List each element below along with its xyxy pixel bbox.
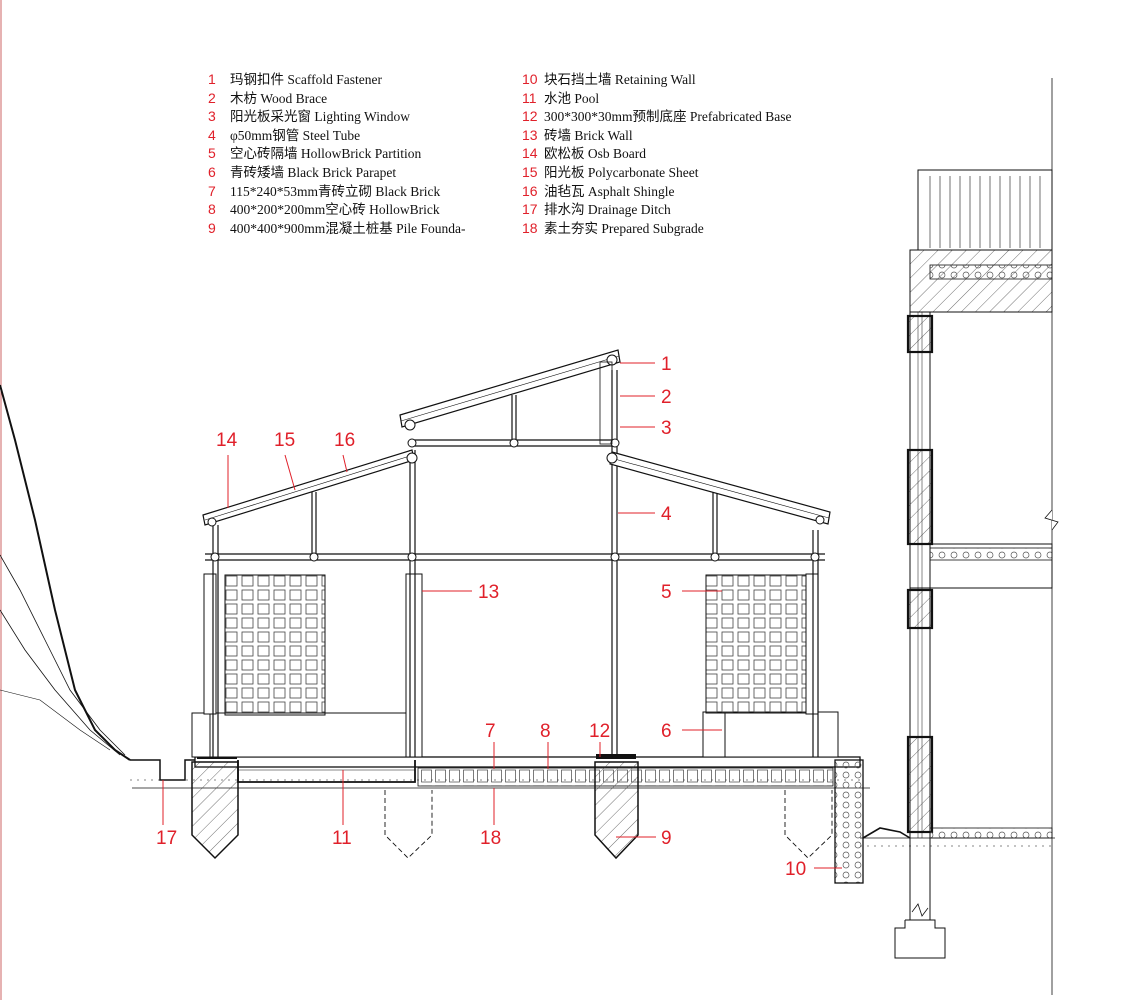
legend-item: 11 水池 Pool <box>522 89 791 108</box>
legend-item: 6 青砖矮墙 Black Brick Parapet <box>208 163 466 182</box>
prefab-base <box>596 754 636 759</box>
legend-item: 5 空心砖隔墙 HollowBrick Partition <box>208 144 466 163</box>
legend-item: 1 玛钢扣件 Scaffold Fastener <box>208 70 466 89</box>
legend-number: 18 <box>522 219 538 236</box>
legend-number: 10 <box>522 71 538 87</box>
callout-labels: 1 2 3 4 5 6 7 8 9 10 11 12 13 14 15 16 1… <box>156 354 806 880</box>
pile-foundation-center <box>594 761 639 860</box>
legend-left-column: 1 玛钢扣件 Scaffold Fastener 2 木枋 Wood Brace 3… <box>208 70 466 237</box>
callout-8: 8 <box>540 721 551 742</box>
legend-item: 8 400*200*200mm空心砖 HollowBrick <box>208 200 466 219</box>
legend-number: 15 <box>522 163 538 180</box>
legend-number: 11 <box>522 89 537 106</box>
legend-number: 6 <box>208 163 216 180</box>
legend-item: 14 欧松板 Osb Board <box>522 144 791 163</box>
lighting-window <box>599 361 613 445</box>
legend-item: 15 阳光板 Polycarbonate Sheet <box>522 163 791 182</box>
legend-text: 青砖矮墙 Black Brick Parapet <box>230 164 397 180</box>
callout-15: 15 <box>274 430 295 451</box>
callout-14: 14 <box>216 430 238 451</box>
legend-number: 5 <box>208 145 216 162</box>
legend-number: 13 <box>522 126 538 143</box>
callout-13: 13 <box>478 582 499 603</box>
legend-number: 12 <box>522 108 538 125</box>
callout-1: 1 <box>661 354 672 375</box>
callout-12: 12 <box>589 721 610 742</box>
callout-16: 16 <box>334 430 355 451</box>
legend-number: 3 <box>208 108 216 125</box>
legend-text: 水池 Pool <box>544 90 600 106</box>
neighbouring-building <box>862 78 1059 995</box>
legend-text: 300*300*30mm预制底座 Prefabricated Base <box>544 109 792 125</box>
callout-10: 10 <box>785 859 806 880</box>
legend-text: 木枋 Wood Brace <box>230 90 328 106</box>
callout-18: 18 <box>480 828 501 849</box>
legend-item: 3 阳光板采光窗 Lighting Window <box>208 107 466 126</box>
brick-parapet-right <box>702 711 839 758</box>
legend-item: 16 油毡瓦 Asphalt Shingle <box>522 182 791 201</box>
legend-number: 16 <box>522 182 538 199</box>
legend-item: 13 砖墙 Brick Wall <box>522 126 791 145</box>
legend-number: 9 <box>208 219 216 236</box>
callout-17: 17 <box>156 828 177 849</box>
callout-9: 9 <box>661 828 672 849</box>
legend-text: 排水沟 Drainage Ditch <box>544 202 671 218</box>
roof-right <box>606 451 831 525</box>
pile-foundation-left <box>191 761 239 860</box>
legend-text: 阳光板 Polycarbonate Sheet <box>544 164 699 180</box>
callout-3: 3 <box>661 418 672 439</box>
legend-item: 2 木枋 Wood Brace <box>208 89 466 108</box>
legend-number: 14 <box>522 145 538 162</box>
callout-4: 4 <box>661 504 672 525</box>
legend-item: 4 φ50mm钢管 Steel Tube <box>208 126 466 145</box>
legend-text: 块石挡土墙 Retaining Wall <box>544 72 696 87</box>
legend-number: 8 <box>208 201 216 218</box>
hollow-brick-partition-right <box>705 574 807 714</box>
legend-text: 115*240*53mm青砖立砌 Black Brick <box>230 183 441 199</box>
legend-item: 7 115*240*53mm青砖立砌 Black Brick <box>208 182 466 201</box>
roof-left <box>202 449 418 527</box>
brick-parapet-left <box>191 712 415 758</box>
legend-text: 400*200*200mm空心砖 HollowBrick <box>230 202 440 218</box>
legend-text: 玛钢扣件 Scaffold Fastener <box>230 72 382 87</box>
legend-text: 空心砖隔墙 HollowBrick Partition <box>230 146 422 162</box>
retaining-wall <box>834 759 864 884</box>
legend-number: 4 <box>208 126 216 143</box>
legend-text: 油毡瓦 Asphalt Shingle <box>544 183 675 199</box>
legend-number: 17 <box>522 201 538 218</box>
legend-text: 400*400*900mm混凝土桩基 Pile Founda- <box>230 220 466 236</box>
legend-item: 17 排水沟 Drainage Ditch <box>522 200 791 219</box>
legend-item: 12 300*300*30mm预制底座 Prefabricated Base <box>522 107 791 126</box>
legend-number: 2 <box>208 89 216 106</box>
legend-item: 9 400*400*900mm混凝土桩基 Pile Founda- <box>208 219 466 238</box>
hollow-brick-partition-left <box>224 574 326 716</box>
scaffold-fasteners <box>210 438 820 562</box>
callout-7: 7 <box>485 721 496 742</box>
callout-2: 2 <box>661 387 672 408</box>
legend-item: 18 素土夯实 Prepared Subgrade <box>522 219 791 238</box>
legend-text: φ50mm钢管 Steel Tube <box>230 127 361 143</box>
callout-leaders <box>162 362 842 869</box>
roof-upper <box>399 349 621 431</box>
legend-number: 1 <box>208 71 216 87</box>
callout-6: 6 <box>661 721 672 742</box>
legend-item: 10 块石挡土墙 Retaining Wall <box>522 70 791 89</box>
legend-text: 砖墙 Brick Wall <box>544 127 633 143</box>
legend-number: 7 <box>208 182 216 199</box>
callout-5: 5 <box>661 582 672 603</box>
legend-text: 素土夯实 Prepared Subgrade <box>544 220 704 236</box>
legend-right-column: 10 块石挡土墙 Retaining Wall 11 水池 Pool 12 300*3… <box>522 70 791 237</box>
hillside-terrain <box>0 384 131 761</box>
callout-11: 11 <box>332 828 352 849</box>
legend-text: 阳光板采光窗 Lighting Window <box>230 109 410 125</box>
legend-text: 欧松板 Osb Board <box>544 146 646 162</box>
